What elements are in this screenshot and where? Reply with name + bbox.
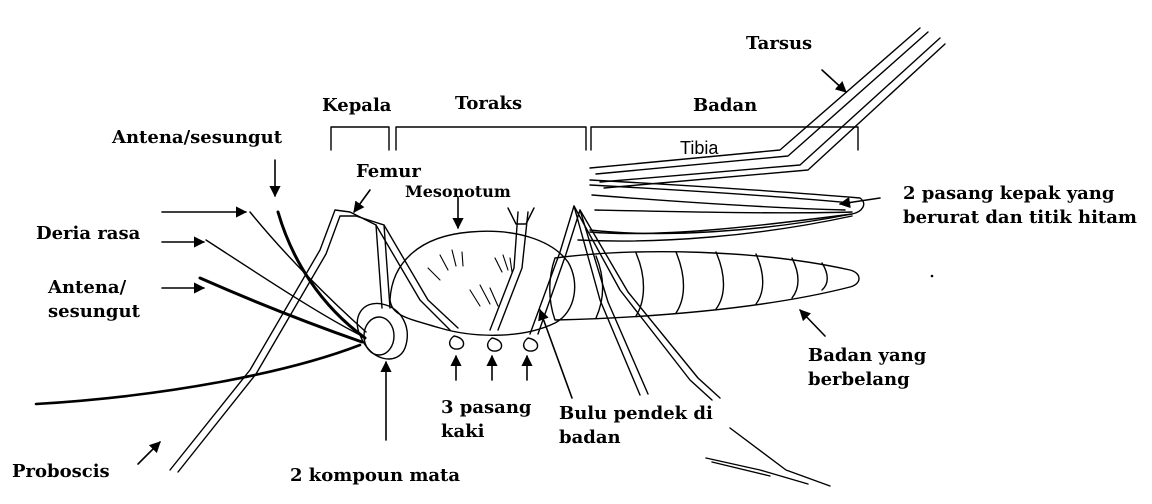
label-tarsus: Tarsus [746, 32, 812, 56]
label-tibia: Tibia [680, 136, 718, 160]
arrow-proboscis [138, 442, 160, 464]
label-kompoun-mata: 2 kompoun mata [290, 464, 460, 488]
arrow-badan-berbelang [800, 310, 825, 336]
legs [170, 28, 945, 486]
thorax-hairs [428, 250, 512, 306]
arrow-tarsus [822, 70, 846, 92]
abdomen-bands [596, 252, 827, 318]
label-antena-sesungut-top: Antena/sesungut [112, 126, 282, 150]
bracket-badan [591, 127, 858, 150]
label-badan: Badan [693, 94, 757, 118]
arrow-kepak [840, 198, 880, 204]
label-bulu-pendek: Bulu pendek di badan [559, 402, 713, 450]
bracket-toraks [396, 127, 586, 150]
speck [931, 275, 934, 278]
label-badan-berbelang: Badan yang berbelang [808, 344, 926, 392]
label-proboscis: Proboscis [12, 460, 110, 484]
proboscis [36, 345, 360, 404]
label-kepak: 2 pasang kepak yang berurat dan titik hi… [903, 182, 1137, 230]
section-brackets [331, 127, 858, 150]
label-toraks: Toraks [455, 92, 522, 116]
label-kepala: Kepala [322, 94, 391, 118]
label-antena-sesungut-left: Antena/ sesungut [48, 276, 140, 324]
compound-eye [364, 317, 394, 355]
arrow-femur [354, 190, 370, 212]
label-deria-rasa: Deria rasa [36, 222, 140, 246]
label-kaki: 3 pasang kaki [441, 396, 532, 444]
bracket-kepala [331, 127, 389, 150]
label-mesonotum: Mesonotum [405, 180, 511, 204]
antennae [200, 212, 366, 342]
wings [578, 180, 864, 241]
